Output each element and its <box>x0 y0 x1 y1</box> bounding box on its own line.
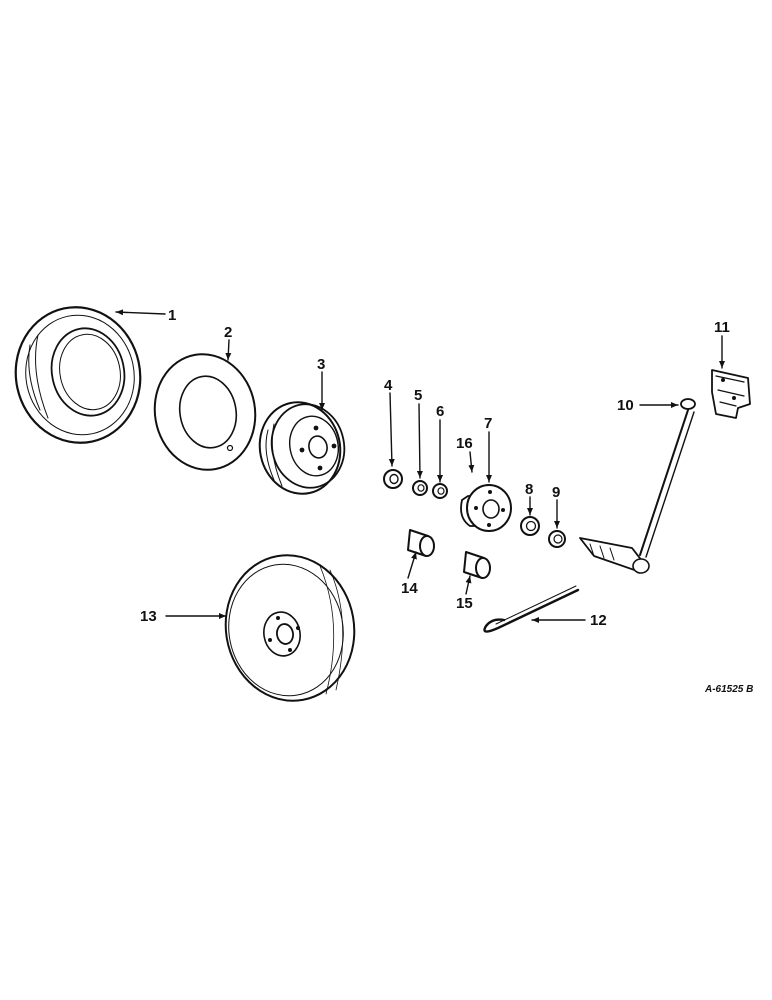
callout-11: 11 <box>714 319 730 336</box>
spindle-arm-part <box>579 398 696 574</box>
seal-6 <box>432 483 448 499</box>
callout-15: 15 <box>456 595 473 612</box>
callout-7: 7 <box>484 415 492 432</box>
callout-6: 6 <box>436 403 444 420</box>
callout-labels: 1 2 3 4 5 6 7 8 9 10 11 12 13 14 15 16 <box>140 307 730 629</box>
figure-id: A-61525 B <box>704 684 753 695</box>
callout-3: 3 <box>317 356 325 373</box>
callout-8: 8 <box>525 481 533 498</box>
callout-9: 9 <box>552 484 560 501</box>
tire-part <box>14 306 142 444</box>
bushing-15 <box>463 551 491 579</box>
hook-pin-part <box>483 585 580 633</box>
callout-16: 16 <box>456 435 473 452</box>
leader-lines <box>115 309 725 623</box>
callout-5: 5 <box>414 387 422 404</box>
bearing-cone-5 <box>412 480 428 496</box>
tube-part <box>153 353 257 471</box>
bearing-cup-4 <box>383 469 403 489</box>
hub-part <box>460 484 512 532</box>
callout-1: 1 <box>168 307 176 324</box>
callout-12: 12 <box>590 612 607 629</box>
bracket-part <box>711 369 751 419</box>
callout-4: 4 <box>384 377 393 394</box>
rim-part <box>258 401 346 495</box>
bearing-cone-9 <box>548 530 566 548</box>
callout-13: 13 <box>140 608 157 625</box>
callout-10: 10 <box>617 397 634 414</box>
callout-14: 14 <box>401 580 418 597</box>
callout-2: 2 <box>224 324 232 341</box>
bushing-14 <box>407 529 435 557</box>
wheel-assembly-part <box>224 554 356 702</box>
bearing-cup-8 <box>520 516 540 536</box>
